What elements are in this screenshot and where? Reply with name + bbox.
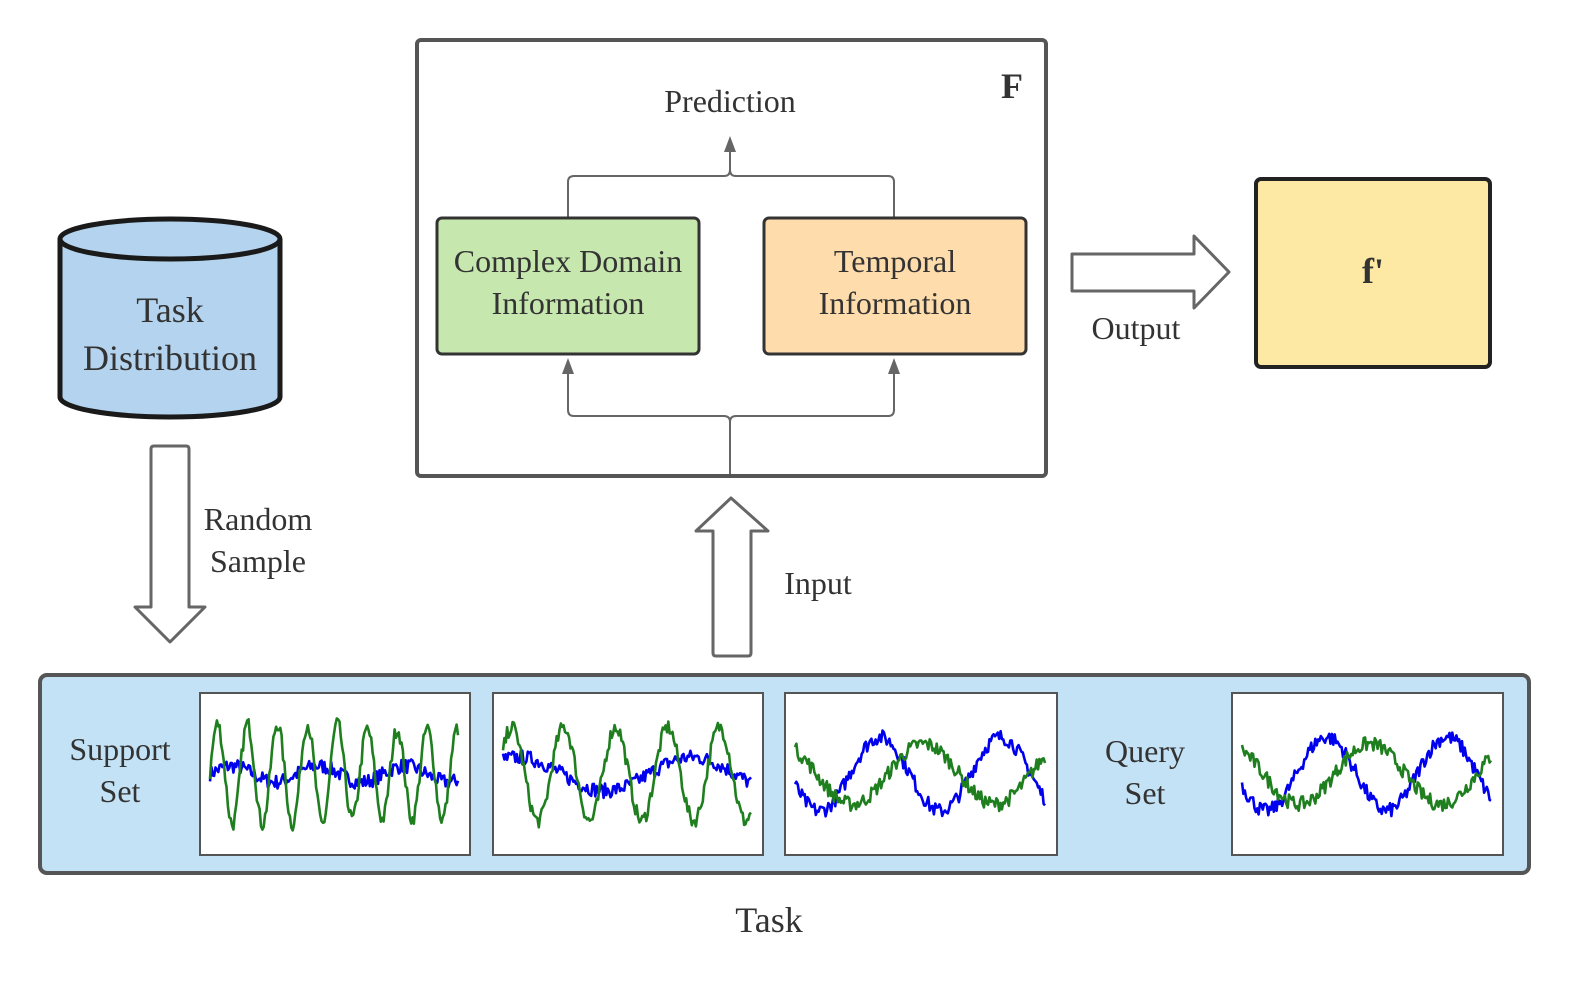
support-set-label-line1: Support — [69, 731, 170, 767]
output-label: Output — [1092, 310, 1181, 346]
query-signal-plot — [1231, 692, 1504, 856]
temporal-label-line2: Information — [819, 285, 972, 321]
blue-signal-trace — [208, 758, 460, 790]
green-signal-trace — [208, 717, 460, 832]
task-distribution-label-line2: Distribution — [83, 338, 257, 378]
query-set-label-line2: Set — [1125, 775, 1166, 811]
temporal-label-line1: Temporal — [834, 243, 956, 279]
prediction-label: Prediction — [664, 83, 796, 119]
output-f-prime-box — [1254, 177, 1492, 369]
query-set-label-line1: Query — [1105, 733, 1185, 769]
complex-domain-label-line2: Information — [492, 285, 645, 321]
model-f-title: F — [1001, 66, 1023, 106]
task-distribution-label-line1: Task — [136, 290, 203, 330]
blue-signal-trace — [1240, 731, 1492, 818]
complex-domain-label-line1: Complex Domain — [454, 243, 682, 279]
support-set-label-line2: Set — [100, 773, 141, 809]
model-connectors — [567, 150, 895, 474]
input-arrow — [694, 496, 770, 658]
input-label: Input — [784, 565, 852, 601]
output-f-prime-label: f' — [1362, 251, 1384, 291]
green-signal-trace — [1240, 736, 1493, 813]
support-signal-plot-1 — [199, 692, 471, 856]
model-arrowheads — [562, 136, 900, 374]
output-arrow — [1070, 234, 1231, 310]
blue-signal-trace — [793, 729, 1046, 818]
task-caption: Task — [735, 900, 802, 940]
support-signal-plot-2 — [492, 692, 764, 856]
task-distribution-cylinder — [57, 216, 283, 420]
temporal-box — [762, 216, 1028, 356]
random-sample-arrow — [133, 444, 207, 644]
complex-domain-box — [435, 216, 701, 356]
green-signal-trace — [793, 738, 1047, 813]
random-sample-label-line1: Random — [204, 501, 313, 537]
model-f-box — [415, 38, 1048, 478]
green-signal-trace — [501, 720, 752, 829]
support-signal-plot-3 — [784, 692, 1058, 856]
random-sample-label-line2: Sample — [210, 543, 306, 579]
